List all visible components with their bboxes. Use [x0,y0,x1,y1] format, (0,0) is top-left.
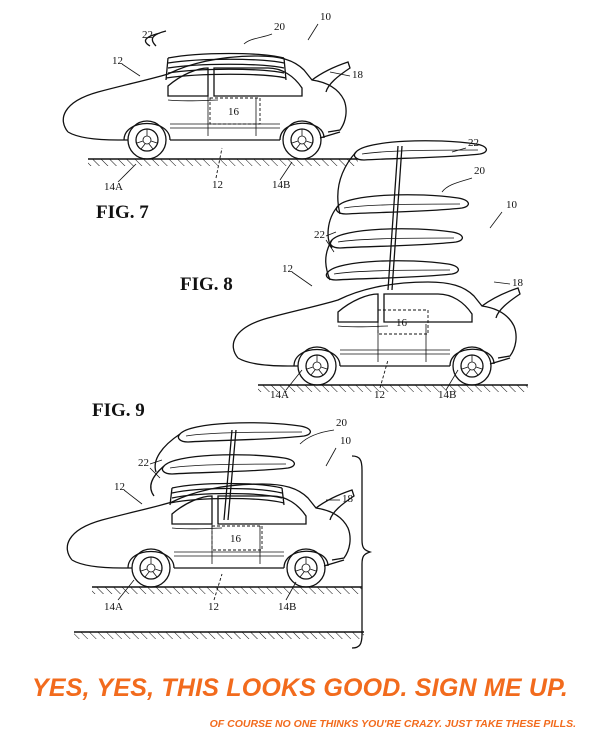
wing-4-fig8 [325,260,460,281]
caption-tagline: OF COURSE NO ONE THINKS YOU'RE CRAZY. JU… [209,718,576,730]
component-16-box [209,97,261,125]
ref-14a: 14A [104,601,123,613]
ref-20: 20 [474,165,486,177]
ref-22: 22 [138,457,149,469]
figure-9: 20 10 22 12 18 16 14A 12 14B FIG. 9 [66,400,373,649]
fig-8-title: FIG. 8 [180,274,233,295]
ref-12-bottom: 12 [374,389,385,401]
wing-1-fig9 [177,422,312,443]
ref-12-top: 12 [112,55,123,67]
wing-stack-fig7 [144,30,287,81]
fig-9-title: FIG. 9 [92,400,145,421]
mast-fig8 [387,145,403,291]
ref-18: 18 [352,69,364,81]
figure-8: 22 20 10 22 12 18 16 14A 12 14B FIG. 8 [180,137,529,401]
ref-18: 18 [512,277,524,289]
component-16-box [211,525,263,551]
ref-16: 16 [396,317,408,329]
car-body-fig9 [66,483,363,595]
ref-12-bottom: 12 [208,601,219,613]
caption-headline: YES, YES, THIS LOOKS GOOD. SIGN ME UP. [32,674,568,702]
wing-2-fig9 [161,454,296,475]
component-16-box [377,309,429,335]
patent-drawing: 10 20 22 12 18 16 14A 12 14B FIG. 7 22 2… [62,11,529,649]
ref-22-top: 22 [468,137,479,149]
ref-10: 10 [506,199,518,211]
car-body-fig7 [62,55,359,167]
ref-22-side: 22 [314,229,325,241]
car-body-fig8 [232,281,529,393]
wing-1-fig8 [353,140,488,161]
ref-22: 22 [142,29,153,41]
ref-20: 20 [274,21,286,33]
ref-12-top: 12 [282,263,293,275]
ref-16: 16 [228,106,240,118]
ref-14b: 14B [438,389,456,401]
height-brace [351,455,373,649]
ref-16: 16 [230,533,242,545]
fig-7-title: FIG. 7 [96,202,149,223]
ref-12-bottom: 12 [212,179,223,191]
mast-fig9 [223,429,237,521]
ref-10: 10 [340,435,352,447]
ref-14b: 14B [272,179,290,191]
wing-2-fig8 [335,194,470,215]
ref-14b: 14B [278,601,296,613]
ref-20: 20 [336,417,348,429]
ref-18: 18 [342,493,354,505]
ref-14a: 14A [270,389,289,401]
ref-14a: 14A [104,181,123,193]
ref-12-top: 12 [114,481,125,493]
wing-stack-fig9 [169,482,285,506]
figure-7: 10 20 22 12 18 16 14A 12 14B FIG. 7 [62,11,364,223]
ref-10: 10 [320,11,332,23]
